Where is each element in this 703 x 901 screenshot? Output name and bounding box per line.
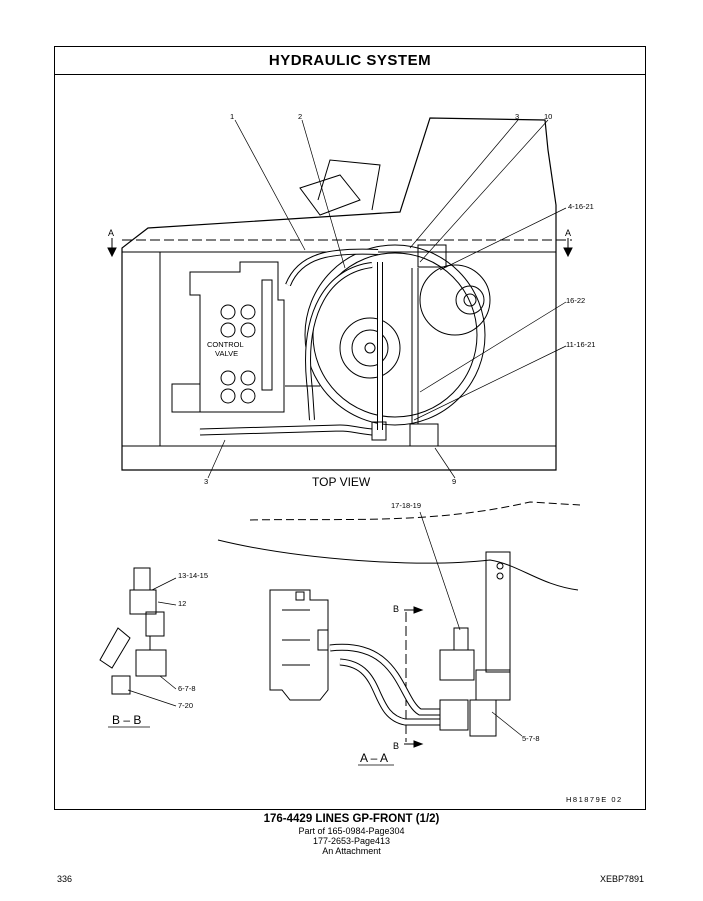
page-number: 336 (57, 874, 73, 884)
section-b-top-label: B (393, 604, 399, 614)
callout-7-20: 7-20 (178, 701, 193, 710)
caption-line-1: Part of 165-0984-Page304 (298, 826, 405, 836)
callout-1: 1 (230, 112, 234, 121)
section-arrows-b (404, 606, 424, 748)
top-view-label: TOP VIEW (312, 475, 371, 489)
callout-16-22: 16-22 (566, 296, 585, 305)
diagram-frame: HYDRAULIC SYSTEM (54, 46, 646, 810)
callout-3-bottom: 3 (204, 477, 208, 486)
page-title: HYDRAULIC SYSTEM (268, 52, 432, 69)
drawing-id: H81879E 02 (566, 795, 623, 804)
callout-13-14-15: 13-14-15 (178, 571, 208, 580)
callout-9: 9 (452, 477, 456, 486)
section-bb-leaders (127, 577, 177, 707)
callout-2: 2 (298, 112, 302, 121)
section-bb-drawing (99, 567, 167, 695)
section-aa-leaders (419, 511, 523, 737)
callout-6-7-8: 6-7-8 (178, 684, 196, 693)
callout-12: 12 (178, 599, 186, 608)
callout-5-7-8: 5-7-8 (522, 734, 540, 743)
callout-11-16-21: 11-16-21 (566, 340, 595, 349)
title-bar: HYDRAULIC SYSTEM (55, 47, 645, 75)
section-aa-drawing (217, 501, 581, 742)
callout-labels: 1 2 3 10 4-16-21 16-22 11-16-21 3 9 A A … (108, 112, 623, 804)
caption-line-3: An Attachment (322, 846, 381, 856)
callout-4-16-21: 4-16-21 (568, 202, 594, 211)
section-arrows-a (107, 238, 573, 258)
section-a-left-label: A (108, 228, 114, 238)
callout-3-top: 3 (515, 112, 519, 121)
document-id: XEBP7891 (600, 874, 645, 884)
callout-10: 10 (544, 112, 552, 121)
figure-caption: 176-4429 LINES GP-FRONT (1/2) Part of 16… (0, 813, 703, 856)
control-valve-label-line2: VALVE (215, 349, 238, 358)
section-b-bottom-label: B (393, 741, 399, 751)
section-aa-label: A – A (360, 751, 388, 765)
top-view-drawing (121, 117, 572, 471)
callout-17-18-19: 17-18-19 (391, 501, 421, 510)
top-view-leaders (207, 119, 567, 479)
section-a-right-label: A (565, 228, 571, 238)
control-valve-label-line1: CONTROL (207, 340, 244, 349)
section-bb-label: B – B (112, 713, 141, 727)
caption-title: 176-4429 LINES GP-FRONT (1/2) (263, 813, 440, 825)
caption-line-2: 177-2653-Page413 (312, 836, 391, 846)
